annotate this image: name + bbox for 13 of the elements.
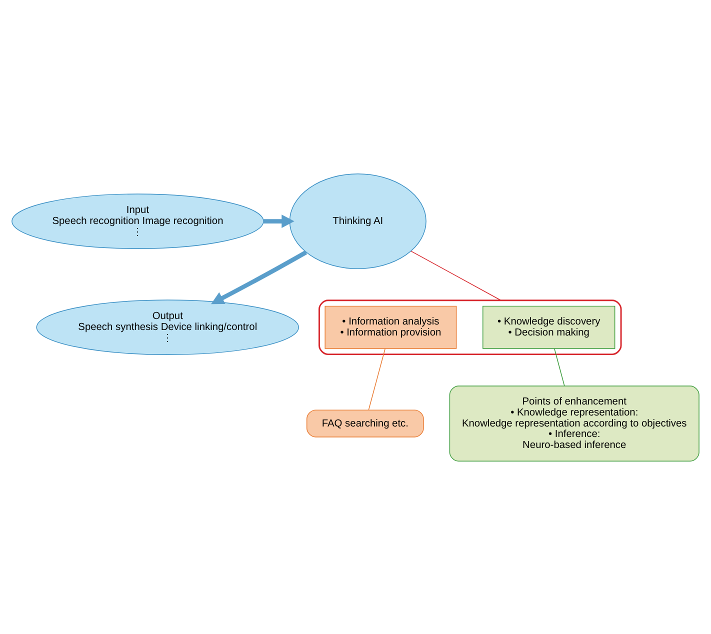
connector (554, 348, 565, 386)
connector (410, 250, 502, 300)
node-box: Points of enhancement • Knowledge representation: Knowledge representation according to objectives • Inference: Neuro-based inference (449, 385, 700, 461)
arrow (264, 214, 294, 228)
node-box: • Knowledge discovery • Decision making (482, 305, 616, 348)
arrow (211, 250, 308, 304)
cluster (318, 299, 622, 355)
node-ellipse: Output Speech synthesis Device linking/control ⋮ (36, 299, 299, 354)
node-box: • Information analysis • Information provision (324, 305, 457, 348)
node-ellipse: Input Speech recognition Image recognition ⋮ (12, 193, 264, 248)
node-box: FAQ searching etc. (306, 409, 424, 437)
connector (368, 348, 386, 410)
node-ellipse: Thinking AI (289, 173, 426, 269)
